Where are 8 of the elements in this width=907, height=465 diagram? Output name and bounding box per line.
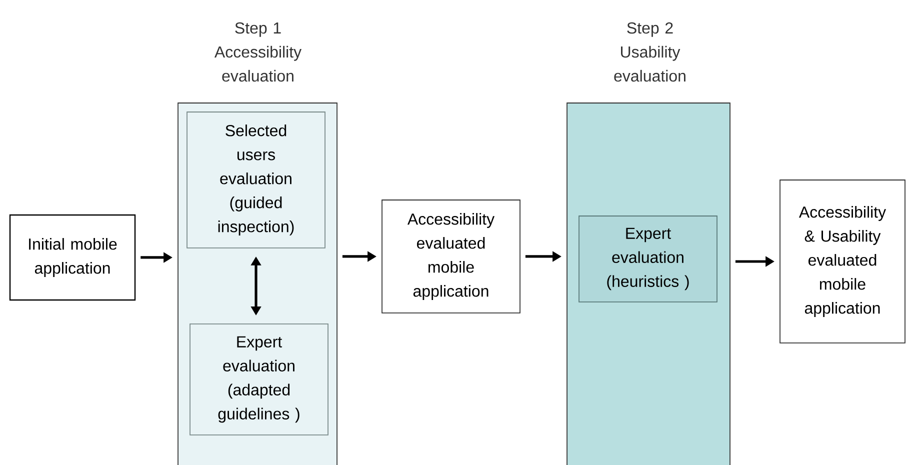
- process-box: Initial mobile application: [9, 214, 136, 301]
- column-heading: Step 2 Usability evaluation: [614, 22, 686, 82]
- inner-box: Expert evaluation (adapted guidelines ): [190, 324, 328, 436]
- process-box: Accessibility evaluated mobile application: [382, 200, 520, 314]
- column-heading: Step 1 Accessibility evaluation: [214, 22, 302, 82]
- process-box: Accessibility & Usability evaluated mobile application: [780, 180, 906, 344]
- inner-box: Selected users evaluation (guided inspection): [186, 112, 326, 248]
- inner-box: Expert evaluation (heuristics ): [578, 216, 718, 302]
